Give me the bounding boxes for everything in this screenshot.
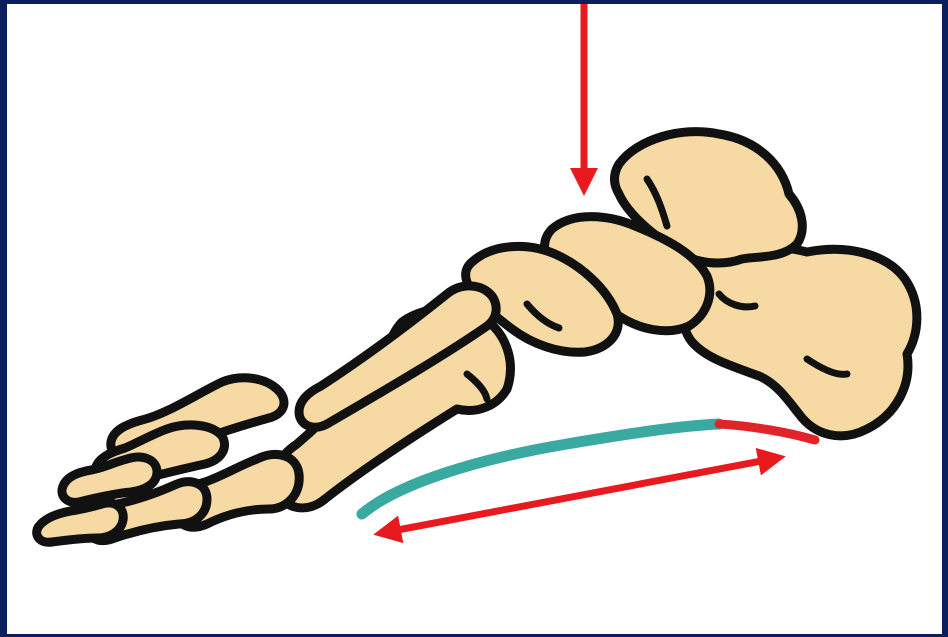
fascia-insertion [719,424,815,440]
calcaneus-bone [682,246,917,436]
foot-diagram [7,4,942,634]
phalanx-row-3 [37,503,124,542]
diagram-canvas [7,4,942,634]
